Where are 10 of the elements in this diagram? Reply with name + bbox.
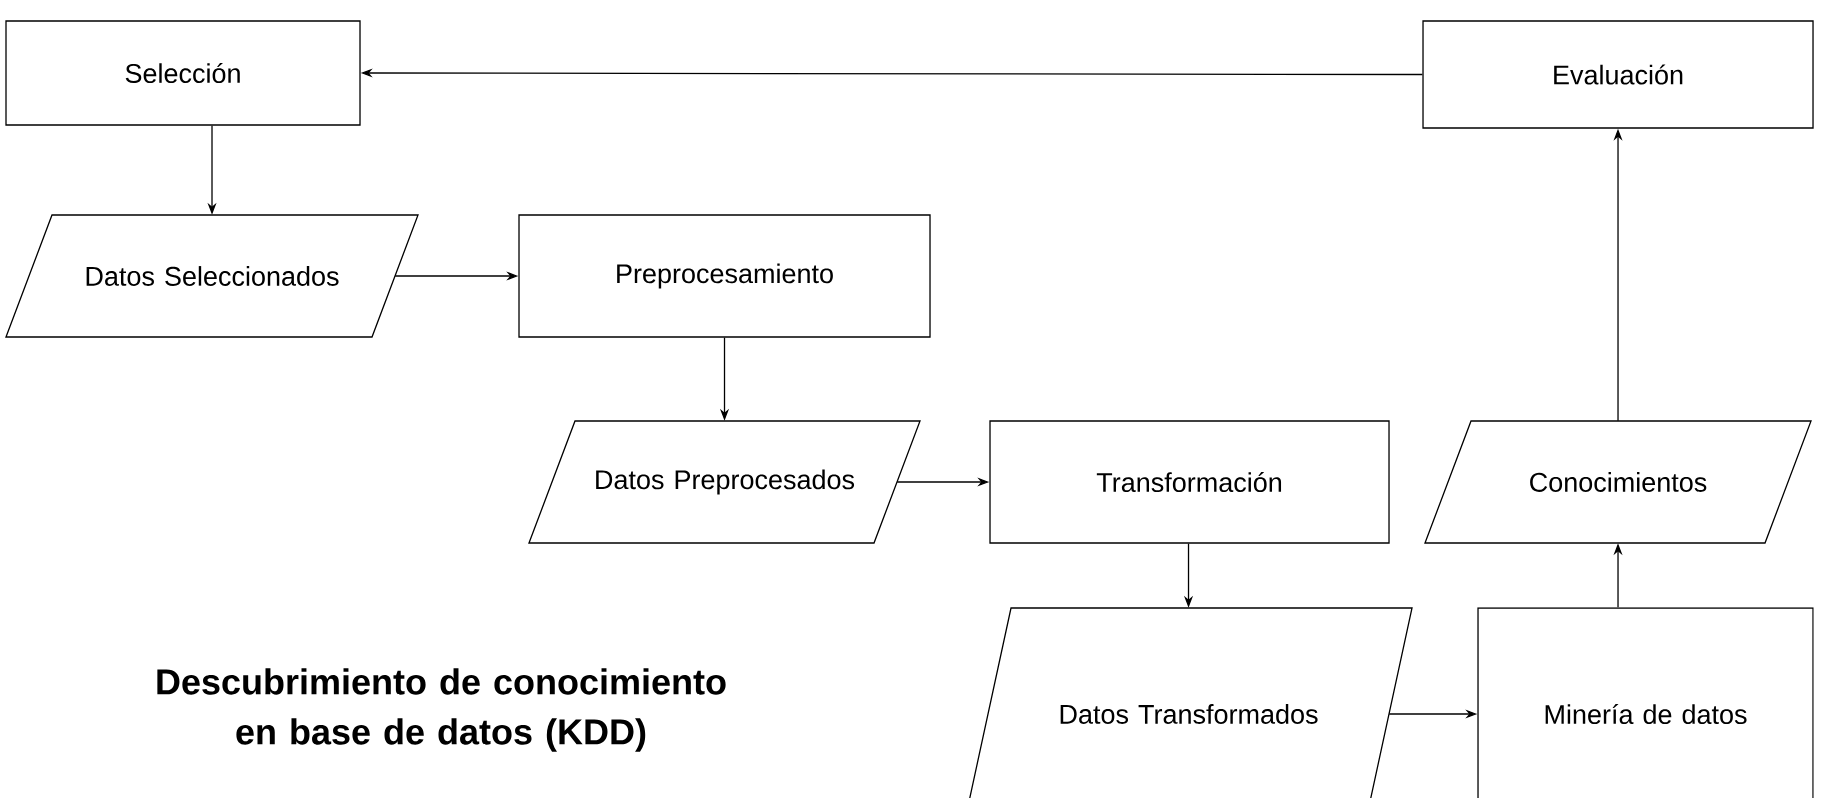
data-parallelogram: Datos Preprocesados [528, 420, 921, 544]
process-box: Evaluación [1422, 20, 1814, 129]
process-box: Preprocesamiento [518, 214, 931, 338]
title: Descubrimiento de conocimiento en base de datos (KDD) [157, 668, 726, 752]
data-parallelogram: Datos Transformados [964, 607, 1413, 798]
process-box: Transformación [989, 420, 1390, 544]
process-box: Selección [5, 20, 361, 126]
data-parallelogram: Conocimientos [1424, 420, 1812, 544]
data-parallelogram: Datos Seleccionados [5, 214, 419, 338]
process-box: Minería de datos [1477, 607, 1814, 798]
